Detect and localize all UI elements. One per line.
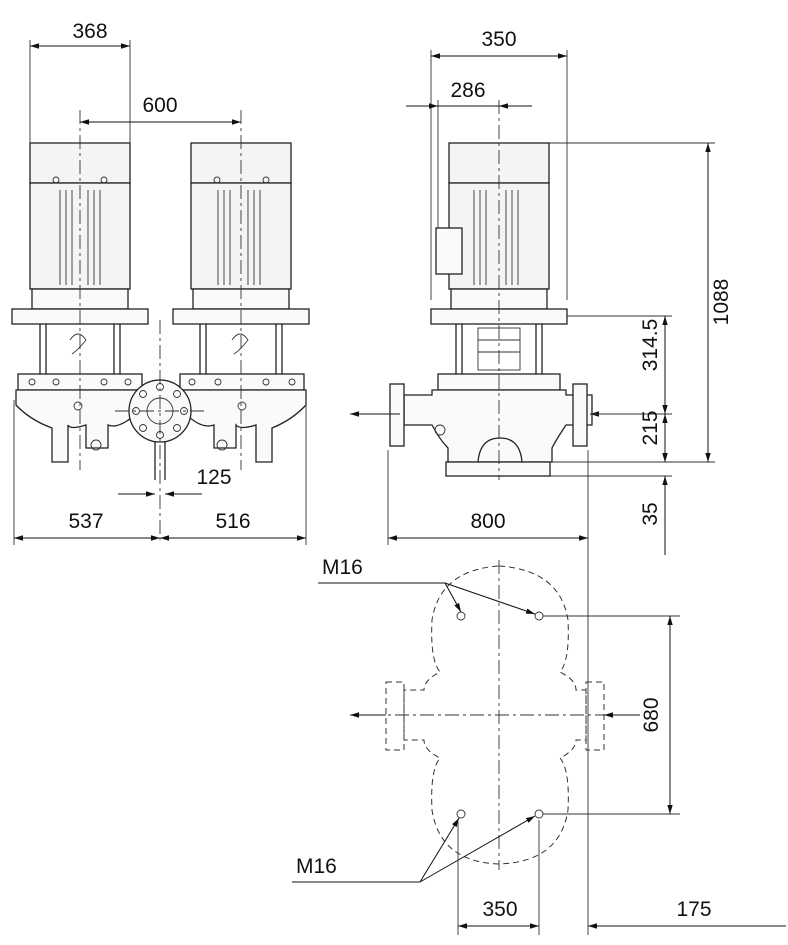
front-view: 368 600 125 537 516 <box>11 20 310 545</box>
dim-overall-height: 1088 <box>710 279 733 326</box>
dim-port-to-port: 800 <box>470 510 505 533</box>
dim-base-height: 35 <box>639 502 662 525</box>
dim-bolt-spacing-y: 680 <box>640 697 663 732</box>
dim-motor-width: 368 <box>72 20 107 43</box>
dim-side-offset: 286 <box>450 79 485 102</box>
dim-left-to-center: 537 <box>68 510 103 533</box>
side-view: 350 286 1088 314.5 215 35 800 <box>350 28 733 555</box>
dim-center-to-right: 516 <box>215 510 250 533</box>
dim-side-width: 350 <box>481 28 516 51</box>
foundation-plan: M16 M16 680 350 175 <box>292 545 786 935</box>
dim-motor-mount-height: 314.5 <box>639 319 662 372</box>
dim-port-height: 215 <box>639 410 662 445</box>
terminal-box <box>435 227 463 275</box>
dim-pump-center-distance: 600 <box>142 94 177 117</box>
dim-bolt-spacing-x: 350 <box>482 898 517 921</box>
dim-foundation-offset: 175 <box>676 898 711 921</box>
label-bolt-bottom: M16 <box>296 855 337 878</box>
dim-flange-offset: 125 <box>196 466 231 489</box>
label-bolt-top: M16 <box>322 556 363 579</box>
